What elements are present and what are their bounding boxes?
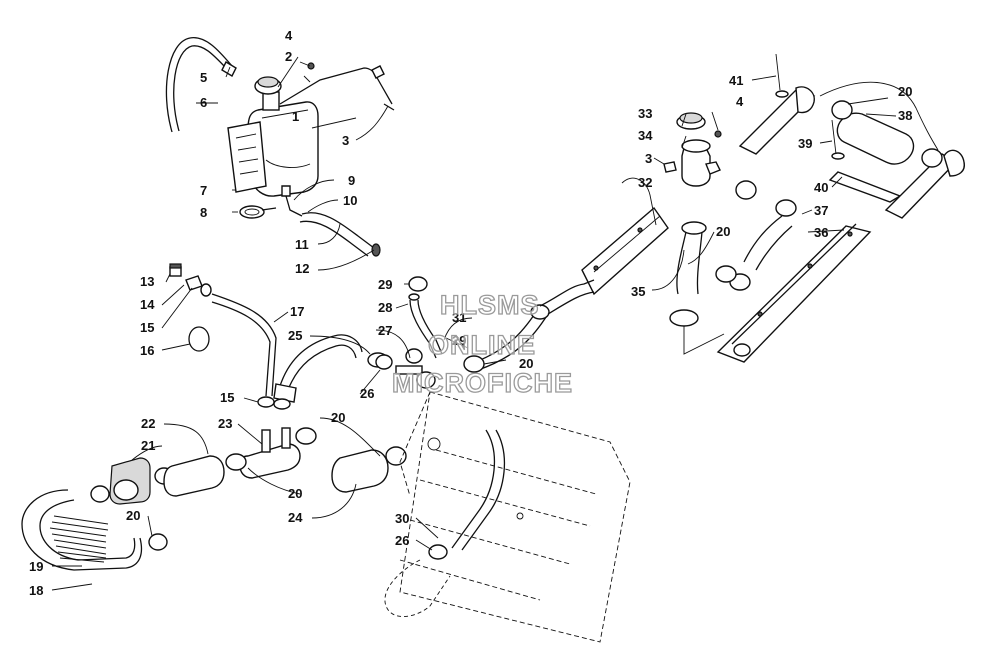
callout-4-right: 4 <box>736 94 744 109</box>
watermark-line-3: MICROFICHE <box>392 368 573 398</box>
callout-19: 19 <box>29 559 43 574</box>
fill-fitting-group <box>169 263 277 397</box>
callout-2: 2 <box>285 49 292 64</box>
callout-20-f: 20 <box>898 84 912 99</box>
callout-32: 32 <box>638 175 652 190</box>
callout-10: 10 <box>343 193 357 208</box>
lower-hose-group <box>21 398 407 571</box>
callout-29: 29 <box>378 277 392 292</box>
thermostat-bypass-group <box>375 276 550 560</box>
callout-37: 37 <box>814 203 828 218</box>
callout-27: 27 <box>378 323 392 338</box>
callout-21: 21 <box>141 438 155 453</box>
callout-39: 39 <box>798 136 812 151</box>
callout-28: 28 <box>378 300 392 315</box>
callout-36: 36 <box>814 225 828 240</box>
callout-labels: 1 2 3 4 5 6 7 8 9 10 11 12 13 14 15 16 1… <box>29 28 912 598</box>
callout-31: 31 <box>452 310 466 325</box>
callout-29-lower: 29 <box>452 333 466 348</box>
callout-40: 40 <box>814 180 828 195</box>
watermark-line-2: ONLINE <box>428 330 536 360</box>
callout-7: 7 <box>200 183 207 198</box>
engine-outline <box>384 391 631 643</box>
callout-22: 22 <box>141 416 155 431</box>
callout-25: 25 <box>288 328 302 343</box>
callout-20-c: 20 <box>126 508 140 523</box>
callout-23: 23 <box>218 416 232 431</box>
callout-34: 34 <box>638 128 653 143</box>
callout-17: 17 <box>290 304 304 319</box>
callout-3-right: 3 <box>645 151 652 166</box>
callout-14: 14 <box>140 297 155 312</box>
callout-3: 3 <box>342 133 349 148</box>
callout-26: 26 <box>360 386 374 401</box>
callout-20-e: 20 <box>716 224 730 239</box>
callout-9: 9 <box>348 173 355 188</box>
reservoir-assembly <box>165 37 395 257</box>
callout-12: 12 <box>295 261 309 276</box>
callout-5: 5 <box>200 70 207 85</box>
watermark: HLSMS ONLINE MICROFICHE <box>391 289 573 398</box>
callout-20-b: 20 <box>331 410 345 425</box>
thermostat-housing-group <box>539 112 725 355</box>
callout-20-a: 20 <box>288 486 302 501</box>
leader-lines <box>51 56 897 591</box>
callout-8: 8 <box>200 205 207 220</box>
callout-18: 18 <box>29 583 43 598</box>
callout-20-d: 20 <box>519 356 533 371</box>
callout-16: 16 <box>140 343 154 358</box>
callout-11: 11 <box>295 237 309 252</box>
callout-35: 35 <box>631 284 645 299</box>
callout-15-lower: 15 <box>220 390 234 405</box>
callout-30: 30 <box>395 511 409 526</box>
callout-41: 41 <box>729 73 743 88</box>
watermark-line-1: HLSMS <box>440 290 540 320</box>
radiator-group <box>715 53 965 363</box>
callout-4: 4 <box>285 28 293 43</box>
callout-38: 38 <box>898 108 912 123</box>
callout-6: 6 <box>200 95 207 110</box>
callout-13: 13 <box>140 274 154 289</box>
callout-15: 15 <box>140 320 154 335</box>
callout-33: 33 <box>638 106 652 121</box>
callout-26-lower: 26 <box>395 533 409 548</box>
callout-24: 24 <box>288 510 303 525</box>
callout-1: 1 <box>292 109 299 124</box>
